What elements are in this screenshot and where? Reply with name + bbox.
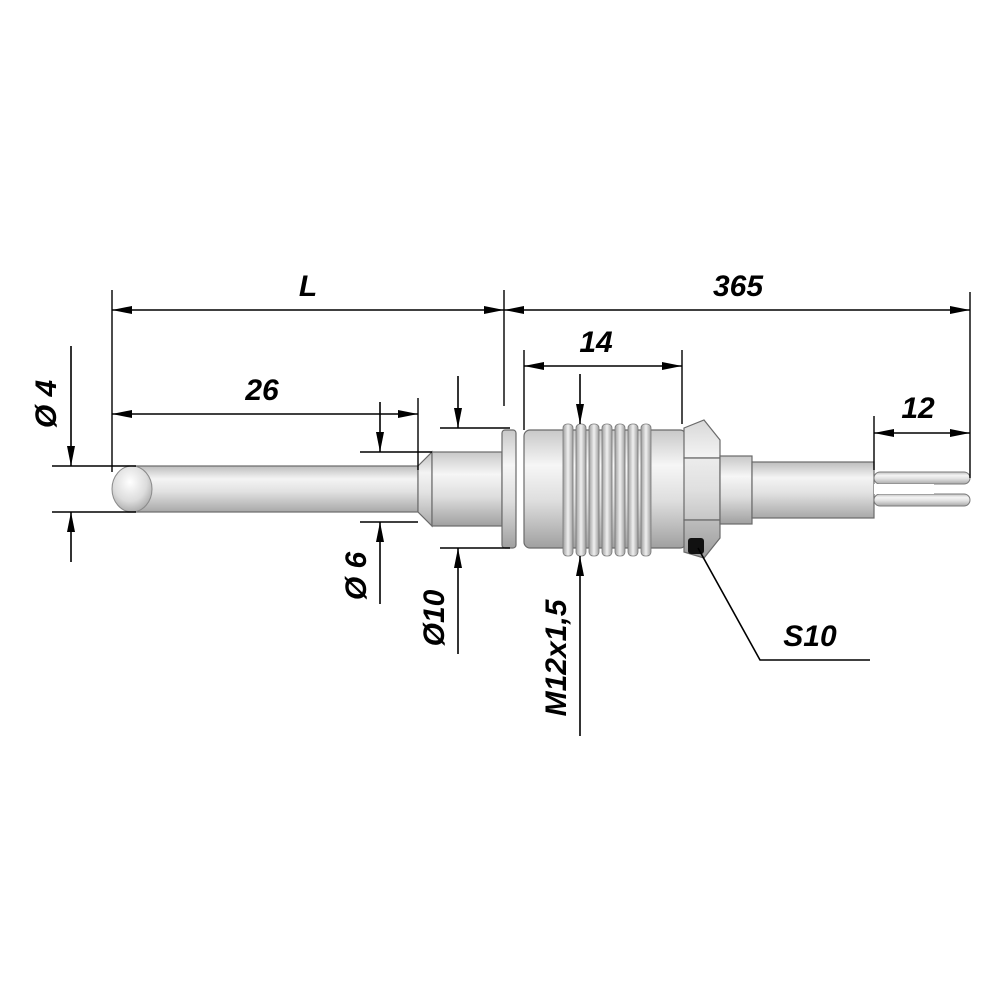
collar [431,451,503,527]
dim-thread-spec: M12x1,5 [540,374,584,736]
lead-wires [873,471,971,507]
probe-taper [417,450,433,528]
hex-nut [683,419,721,559]
cable-length-label: 365 [713,270,764,303]
thread-spec-label: M12x1,5 [540,598,573,716]
dim-thread-length: 14 [523,326,683,430]
dim-stem-diameter: Ø 6 [340,402,432,604]
neck [719,455,753,525]
hex-size-label: S10 [783,620,837,653]
thread-length-label: 14 [579,326,613,359]
collar-diameter-label: Ø10 [418,589,451,646]
stem-diameter-label: Ø 6 [340,552,373,601]
dim-tip-length: 26 [112,374,419,470]
lead-length-label: 12 [901,392,935,425]
tip-length-label: 26 [244,374,279,407]
tip-diameter-label: Ø 4 [30,380,63,429]
washer [501,429,517,549]
thread-rings [562,423,652,557]
dim-collar-diameter: Ø10 [418,376,510,654]
dim-lead-length: 12 [873,392,970,470]
dim-hex-size: S10 [697,547,870,661]
probe-tip [111,465,153,513]
dim-cable-length: 365 [504,270,971,478]
dim-tip-diameter: Ø 4 [30,346,136,562]
overall-length-label: L [299,270,317,303]
dim-overall-length: L [111,270,505,472]
probe-stem [127,465,419,513]
hex-marker [688,538,704,554]
cable-sleeve [751,461,875,519]
sensor-body [111,419,971,559]
